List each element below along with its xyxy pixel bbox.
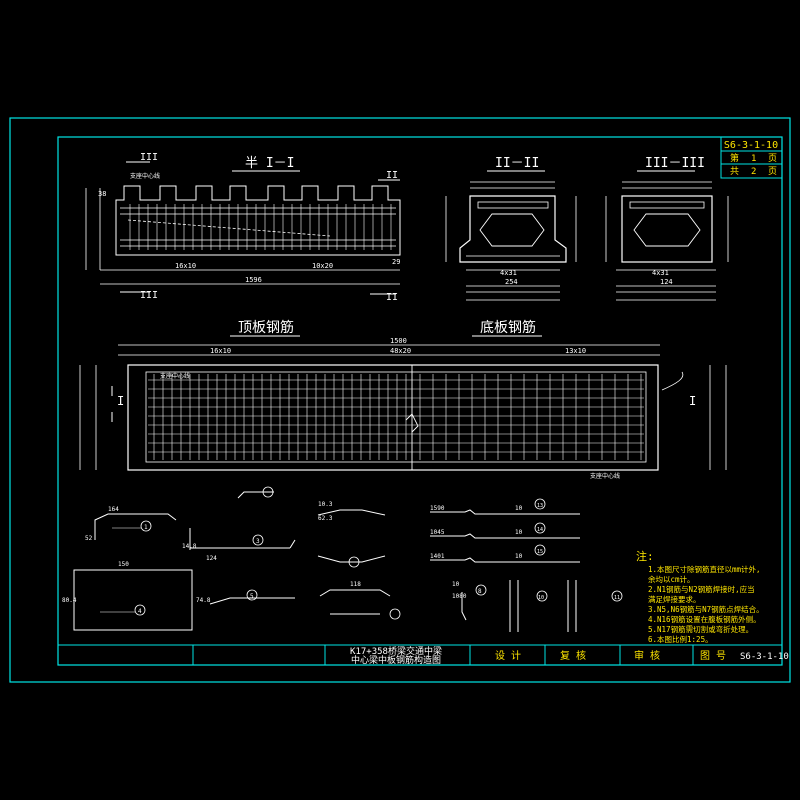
bar15-length: 1401	[430, 553, 445, 560]
svg-text:15: 15	[537, 549, 543, 555]
outer-border	[9, 117, 791, 683]
support-label-3: 支座中心线	[160, 372, 190, 380]
bar8-length: 1080	[452, 593, 467, 600]
marker-III-bottom: III	[140, 290, 158, 301]
support-label-1: 支座中心线	[130, 172, 160, 180]
sheet-label: 第	[730, 152, 739, 164]
bar15-count: 10	[515, 553, 523, 560]
bar1-dim-side: 52	[85, 535, 93, 542]
bar22-length: 118	[350, 581, 361, 588]
section-II: II－II 4x31 254	[445, 156, 577, 301]
top-rebar-title: 顶板钢筋	[238, 319, 294, 336]
svg-text:14: 14	[537, 527, 543, 533]
bar4-dim-left: 80.4	[62, 597, 77, 604]
dim-sec3-bottom: 124	[660, 278, 673, 286]
dim-span-right: 10x20	[312, 262, 333, 270]
support-label-2: 支座中心线	[590, 472, 620, 480]
dim-sec2-bottom: 254	[505, 278, 518, 286]
bar-details: 164 52 1 3 124 14.8 150 80.4 74.8 4 5 10…	[62, 486, 623, 632]
sheet-index: 1	[751, 154, 756, 164]
svg-text:13: 13	[537, 503, 543, 509]
total-pages: 2	[751, 167, 756, 177]
marker-II-bottom: II	[386, 292, 398, 303]
title-block: K17+358桥梁交通中梁 中心梁中板钢筋构造图 设 计 复 核 审 核 图 号…	[58, 644, 789, 666]
svg-text:8: 8	[478, 588, 482, 595]
dim-span-left: 16x10	[175, 262, 196, 270]
bar7-dim: 10.3	[318, 501, 333, 508]
dim-main-mid: 48x20	[390, 347, 411, 355]
note-3: 3.N5,N6钢筋与N7钢筋点焊结合。	[648, 604, 764, 614]
svg-text:5: 5	[250, 593, 254, 600]
dim-sec2-inner: 4x31	[500, 269, 517, 277]
bar4-dim-right: 74.8	[196, 597, 211, 604]
review-label: 复 核	[560, 649, 586, 662]
sheet-unit: 页	[768, 153, 777, 164]
notes-block: 注: 1.本图尺寸除钢筋直径以mm计外, 余均以cm计。 2.N1钢筋与N2钢筋…	[636, 549, 764, 644]
bar8-dim: 10	[452, 581, 460, 588]
dim-sec3-inner: 4x31	[652, 269, 669, 277]
bar13-count: 10	[515, 505, 523, 512]
dim-total-length: 1596	[245, 276, 262, 284]
section-half-I-title: 半 I－I	[245, 156, 294, 171]
bar13-length: 1590	[430, 505, 445, 512]
svg-text:11: 11	[614, 595, 620, 601]
dim-top-left: 38	[98, 190, 106, 198]
rebar-plan: 顶板钢筋 底板钢筋 1500 16x10 48x20 13x10 I I 支座中…	[79, 319, 727, 480]
note-5: 5.N17钢筋需切割或弯折处理。	[648, 624, 753, 634]
svg-text:150: 150	[118, 561, 129, 568]
drawing-no-label: 图 号	[700, 650, 726, 662]
bar14-count: 10	[515, 529, 523, 536]
section-III-title: III－III	[645, 156, 705, 171]
bar2-dim: 124	[206, 555, 217, 562]
note-2: 2.N1钢筋与N2钢筋焊接时,应当	[648, 584, 755, 594]
approve-label: 审 核	[634, 649, 660, 662]
section-III: III－III 4x31 124	[605, 156, 729, 301]
note-6: 6.本图比例1:25。	[648, 634, 713, 644]
svg-text:10: 10	[538, 595, 544, 601]
dim-main-top: 1500	[390, 337, 407, 345]
total-unit: 页	[768, 166, 777, 177]
bar7-dim-b: 62.3	[318, 515, 333, 522]
note-2b: 满足焊接要求。	[648, 594, 701, 604]
sheet-number: S6-3-1-10	[724, 140, 778, 151]
section-II-title: II－II	[495, 156, 539, 171]
inner-border	[57, 136, 783, 666]
dim-main-right: 13x10	[565, 347, 586, 355]
notes-title: 注:	[636, 549, 654, 563]
bottom-rebar-title: 底板钢筋	[480, 319, 536, 336]
note-1b: 余均以cm计。	[648, 574, 695, 584]
total-label: 共	[730, 166, 739, 177]
svg-text:3: 3	[256, 538, 260, 545]
project-title-line2: 中心梁中板钢筋构造图	[351, 654, 441, 666]
marker-I-left: I	[117, 394, 124, 408]
drawing-no: S6-3-1-10	[740, 652, 789, 662]
svg-text:1: 1	[144, 524, 148, 531]
note-4: 4.N16钢筋设置在腹板钢筋外侧。	[648, 614, 761, 624]
marker-II-top: II	[386, 170, 398, 181]
bar14-length: 1045	[430, 529, 445, 536]
sheet-number-box: S6-3-1-10 第 1 页 共 2 页	[720, 136, 783, 179]
project-title-line1: K17+358桥梁交通中梁	[350, 645, 442, 657]
bar1-dim: 164	[108, 506, 119, 513]
marker-I-right: I	[689, 394, 696, 408]
svg-text:4: 4	[138, 608, 142, 615]
dim-main-left: 16x10	[210, 347, 231, 355]
note-1: 1.本图尺寸除钢筋直径以mm计外,	[648, 564, 761, 574]
bar2-dim-side: 14.8	[182, 543, 197, 550]
design-label: 设 计	[495, 649, 521, 662]
dim-top-right: 29	[392, 258, 400, 266]
section-half-I: 半 I－I III II 16x10 10x20 1596 38 29 III …	[85, 152, 401, 303]
marker-III-top: III	[140, 152, 158, 163]
